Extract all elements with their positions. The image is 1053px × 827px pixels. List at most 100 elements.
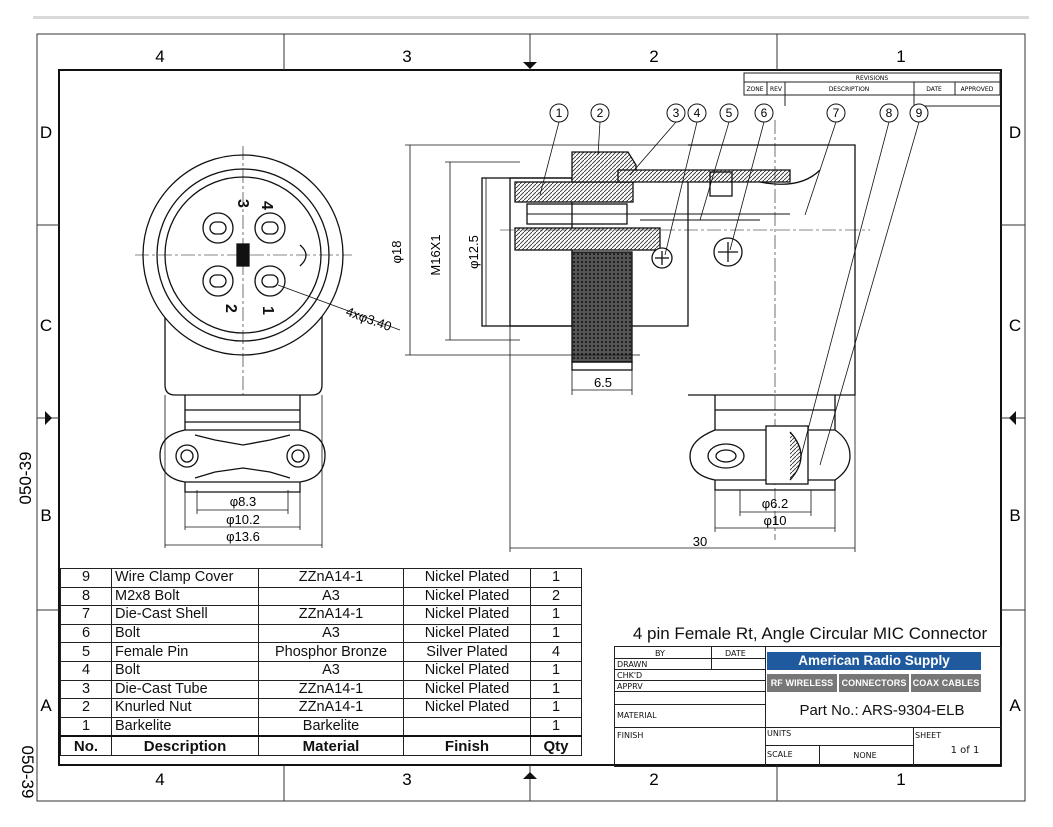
bom-cell: Nickel Plated — [403, 698, 531, 718]
bom-cell: 2 — [60, 698, 112, 718]
balloon-4: 4 — [694, 106, 701, 120]
balloon-9: 9 — [916, 106, 923, 120]
zone-col-bottom-2: 2 — [649, 770, 658, 789]
zone-row-left-C: C — [40, 316, 52, 335]
zone-row-right-D: D — [1009, 123, 1021, 142]
balloon-1: 1 — [556, 106, 563, 120]
tb-sheet-value: 1 of 1 — [950, 745, 980, 756]
tb-date-label: DATE — [725, 649, 746, 658]
balloon-leaders — [539, 121, 920, 466]
center-arrow-left — [45, 411, 52, 425]
bom-header-cell: Finish — [403, 735, 531, 756]
side-view — [481, 120, 870, 540]
tb-scale-value: NONE — [853, 751, 877, 760]
bom-cell: A3 — [258, 586, 404, 607]
center-arrow-bottom — [523, 772, 537, 779]
zone-col-bottom-1: 1 — [896, 770, 905, 789]
bom-cell: 5 — [60, 642, 112, 662]
bom-cell: Phosphor Bronze — [258, 642, 404, 662]
tb-by-label: BY — [655, 649, 665, 658]
rev-col-date: DATE — [926, 86, 942, 93]
bom-cell: 1 — [60, 716, 112, 737]
tb-units-label: UNITS — [767, 729, 792, 738]
bom-cell: 6 — [60, 623, 112, 644]
bom-cell: Bolt — [111, 623, 259, 644]
zone-row-left-A: A — [40, 696, 52, 715]
title-block: BY DATE DRAWN CHK'D APPRV MATERIAL FINIS… — [614, 646, 1002, 767]
center-arrow-top — [523, 62, 537, 69]
bom-cell: Nickel Plated — [403, 623, 531, 644]
side-code-upper: 050-39 — [16, 452, 35, 505]
bom-cell: Nickel Plated — [403, 586, 531, 607]
zone-col-bottom-4: 4 — [155, 770, 164, 789]
dim-8-3: φ8.3 — [230, 494, 257, 509]
zone-row-right-B: B — [1009, 506, 1020, 525]
bom-cell: Barkelite — [111, 716, 259, 737]
bom-cell: M2x8 Bolt — [111, 586, 259, 607]
balloon-8: 8 — [886, 106, 893, 120]
zone-col-top-1: 1 — [896, 47, 905, 66]
bom-cell: Nickel Plated — [403, 568, 531, 588]
pin-number-1: 1 — [259, 306, 276, 315]
bom-cell: 4 — [60, 660, 112, 681]
bom-cell: 1 — [530, 568, 582, 588]
tb-material-label: MATERIAL — [617, 711, 657, 720]
bom-header-cell: Qty — [530, 735, 582, 756]
zone-col-top-2: 2 — [649, 47, 658, 66]
zone-column-labels: 4 3 2 1 4 3 2 1 — [155, 47, 905, 789]
dim-13-6: φ13.6 — [226, 529, 260, 544]
bom-cell: 1 — [530, 605, 582, 625]
top-rule — [33, 16, 1029, 19]
tb-drawn-label: DRAWN — [617, 660, 648, 669]
dim-10-2: φ10.2 — [226, 512, 260, 527]
side-code-lower: 050-39 — [18, 746, 37, 799]
bom-header-cell: Description — [111, 735, 259, 756]
pin-number-2: 2 — [222, 304, 239, 313]
bom-cell: Nickel Plated — [403, 660, 531, 681]
bom-cell: Die-Cast Shell — [111, 605, 259, 625]
dim-d18: φ18 — [389, 241, 404, 264]
dim-d12-5: φ12.5 — [466, 235, 481, 269]
zone-row-left-B: B — [40, 506, 51, 525]
bom-cell: 2 — [530, 586, 582, 607]
front-view — [135, 146, 352, 493]
bom-cell: ZZnA14-1 — [258, 679, 404, 700]
tb-finish-label: FINISH — [617, 731, 644, 740]
zone-col-top-4: 4 — [155, 47, 164, 66]
revisions-title: REVISIONS — [856, 75, 889, 82]
center-arrow-right — [1009, 411, 1016, 425]
part-number: Part No.: ARS-9304-ELB — [799, 702, 965, 719]
company-tags: RF WIRELESS CONNECTORS COAX CABLES — [767, 674, 981, 692]
side-dims — [405, 144, 856, 552]
dim-d10: φ10 — [764, 513, 787, 528]
pin-number-3: 3 — [234, 199, 251, 208]
pin-numbers: 1 2 3 4 — [222, 199, 276, 315]
bom-cell: 7 — [60, 605, 112, 625]
balloon-2: 2 — [597, 106, 604, 120]
bom-cell: Female Pin — [111, 642, 259, 662]
bom-cell: A3 — [258, 660, 404, 681]
rev-col-description: DESCRIPTION — [829, 86, 870, 93]
bom-cell: Nickel Plated — [403, 605, 531, 625]
bom-cell: 1 — [530, 623, 582, 644]
bom-cell: A3 — [258, 623, 404, 644]
zone-row-right-C: C — [1009, 316, 1021, 335]
bom-cell: 1 — [530, 698, 582, 718]
tag-coax-cables: COAX CABLES — [911, 674, 981, 692]
tb-scale-label: SCALE — [767, 750, 793, 759]
tag-rf-wireless: RF WIRELESS — [767, 674, 837, 692]
drawing-title: 4 pin Female Rt, Angle Circular MIC Conn… — [632, 624, 988, 643]
zone-row-labels: D C B A D C B A — [40, 123, 1021, 715]
dim-pins: 4xφ3.40 — [344, 304, 394, 334]
company-name-banner: American Radio Supply — [767, 652, 981, 670]
